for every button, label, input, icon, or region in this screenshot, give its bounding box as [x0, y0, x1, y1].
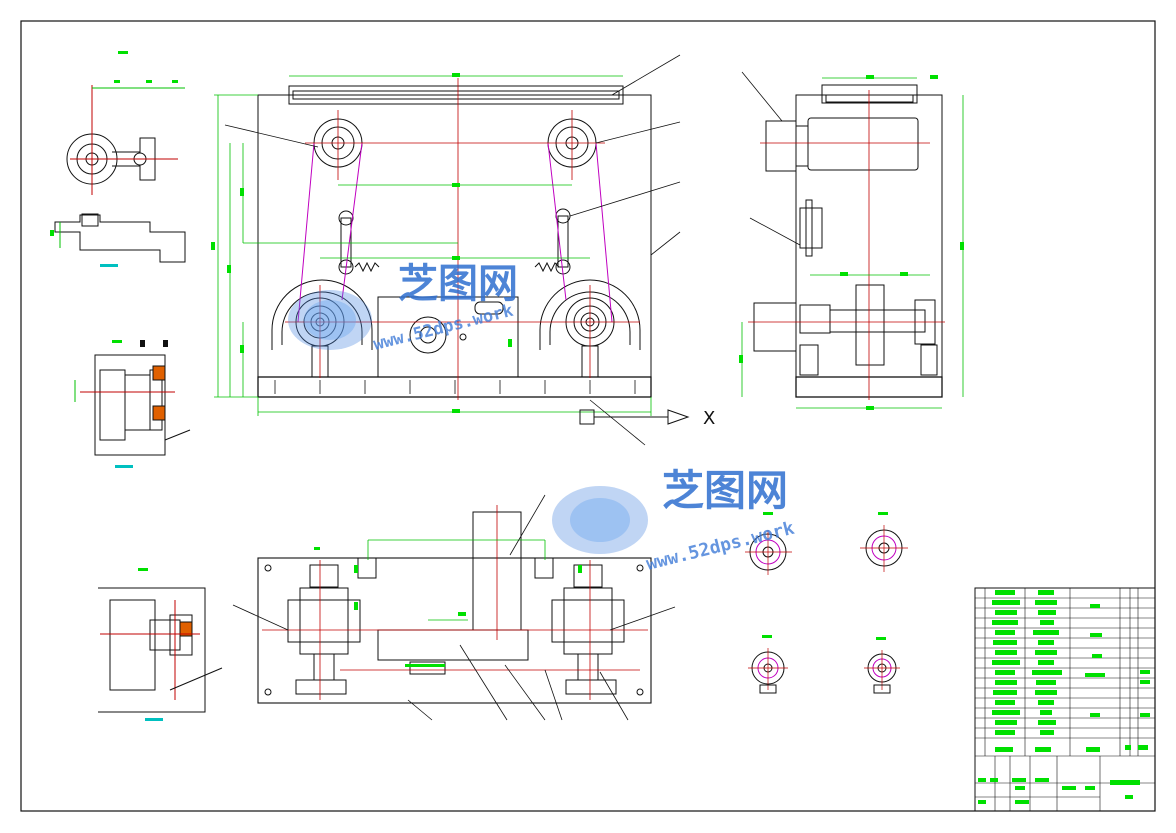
front-view [211, 54, 690, 446]
watermark-1-brand: 芝图网 [398, 261, 518, 307]
detail-view-2 [50, 213, 186, 267]
section-circles [745, 512, 908, 694]
detail-view-3 [74, 340, 191, 468]
watermark-1: 芝图网 www.52dps.work [288, 261, 518, 355]
sheet-border [20, 20, 1156, 812]
watermark-2-brand: 芝图网 [662, 466, 788, 515]
top-view [232, 494, 676, 721]
detail-view-4 [98, 568, 223, 721]
watermark-2-url: www.52dps.work [644, 518, 796, 575]
axis-x-label: X [703, 408, 715, 429]
detail-view-1 [66, 51, 185, 195]
watermark-1-url: www.52dps.work [371, 301, 515, 355]
title-block [974, 587, 1156, 812]
side-view [739, 71, 964, 410]
